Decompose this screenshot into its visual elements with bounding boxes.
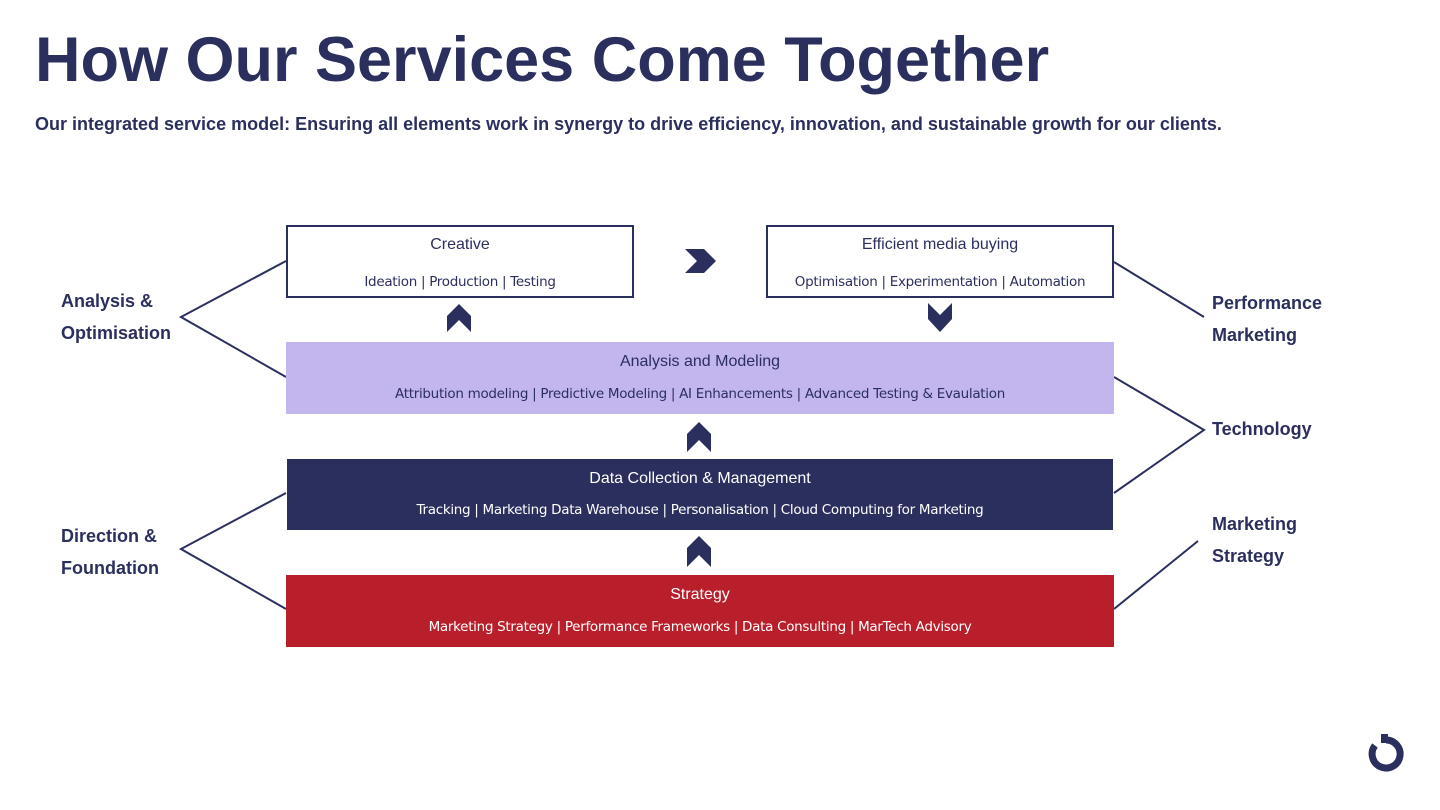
chevron-up-icon bbox=[447, 304, 471, 332]
logo-icon bbox=[1368, 734, 1404, 772]
media-buying-box: Efficient media buying Optimisation | Ex… bbox=[766, 225, 1114, 298]
label-line: Analysis & bbox=[61, 291, 154, 311]
media-buying-items: Optimisation | Experimentation | Automat… bbox=[794, 274, 1086, 290]
analysis-modeling-band: Analysis and Modeling Attribution modeli… bbox=[286, 342, 1114, 414]
page-subtitle: Our integrated service model: Ensuring a… bbox=[35, 114, 1222, 134]
label-performance-marketing: Performance Marketing bbox=[1212, 287, 1322, 351]
label-technology: Technology bbox=[1212, 413, 1312, 445]
chevron-right-icon bbox=[685, 249, 716, 273]
bracket-right-top bbox=[1113, 261, 1205, 318]
bracket-right-middle bbox=[1113, 376, 1206, 494]
chevron-up-icon bbox=[687, 536, 711, 567]
strategy-band: Strategy Marketing Strategy | Performanc… bbox=[286, 575, 1114, 647]
chevron-down-icon bbox=[928, 303, 952, 332]
creative-items: Ideation | Production | Testing bbox=[364, 274, 556, 290]
label-line: Performance bbox=[1212, 293, 1323, 313]
creative-box: Creative Ideation | Production | Testing bbox=[286, 225, 634, 298]
data-collection-band: Data Collection & Management Tracking | … bbox=[287, 459, 1113, 530]
label-line: Marketing bbox=[1212, 325, 1298, 345]
label-line: Technology bbox=[1212, 419, 1312, 439]
label-line: Foundation bbox=[61, 558, 159, 578]
label-marketing-strategy: Marketing Strategy bbox=[1212, 508, 1297, 572]
bracket-left-bottom bbox=[178, 492, 287, 610]
creative-heading: Creative bbox=[430, 236, 490, 253]
bracket-right-bottom bbox=[1113, 540, 1199, 610]
label-line: Optimisation bbox=[61, 323, 172, 343]
analysis-modeling-items: Attribution modeling | Predictive Modeli… bbox=[395, 386, 1005, 402]
label-line: Strategy bbox=[1212, 546, 1285, 566]
chevron-up-icon bbox=[687, 422, 711, 452]
media-buying-heading: Efficient media buying bbox=[861, 236, 1019, 253]
bracket-left-top bbox=[178, 260, 287, 378]
label-line: Marketing bbox=[1212, 514, 1298, 534]
analysis-modeling-heading: Analysis and Modeling bbox=[619, 353, 781, 370]
strategy-items: Marketing Strategy | Performance Framewo… bbox=[428, 619, 972, 635]
label-analysis-optimisation: Analysis & Optimisation bbox=[61, 285, 171, 349]
strategy-heading: Strategy bbox=[670, 586, 730, 603]
data-collection-items: Tracking | Marketing Data Warehouse | Pe… bbox=[416, 502, 984, 518]
label-line: Direction & bbox=[61, 526, 158, 546]
data-collection-heading: Data Collection & Management bbox=[589, 470, 811, 487]
page-title: How Our Services Come Together bbox=[35, 25, 1050, 95]
label-direction-foundation: Direction & Foundation bbox=[61, 520, 159, 584]
